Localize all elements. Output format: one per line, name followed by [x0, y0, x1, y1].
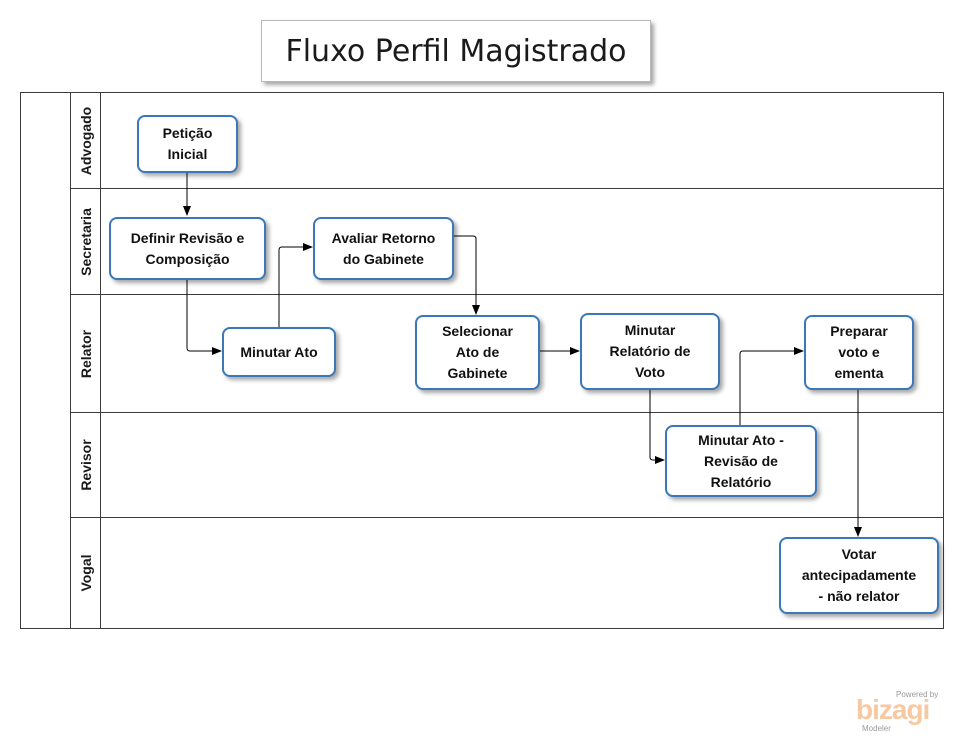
task-minutar-ato[interactable]: Minutar Ato	[222, 327, 336, 377]
task-peticao-inicial[interactable]: Petição Inicial	[137, 115, 238, 173]
logo-brand: bizagi	[856, 694, 930, 725]
lane-header-revisor: Revisor	[71, 413, 101, 517]
lane-header-secretaria: Secretaria	[71, 189, 101, 294]
lane-advogado: Advogado	[71, 93, 943, 189]
task-minutar-relatorio-voto[interactable]: Minutar Relatório de Voto	[580, 313, 720, 390]
lane-revisor: Revisor	[71, 413, 943, 518]
task-avaliar-retorno-gabinete[interactable]: Avaliar Retorno do Gabinete	[313, 217, 454, 280]
pool: Advogado Secretaria Relator Revisor Voga…	[20, 92, 944, 629]
lane-header-relator: Relator	[71, 295, 101, 412]
bizagi-logo: Powered by bizagi Modeler	[848, 690, 948, 735]
diagram-title: Fluxo Perfil Magistrado	[285, 33, 627, 69]
lane-header-vogal: Vogal	[71, 518, 101, 628]
logo-product: Modeler	[862, 724, 891, 733]
task-selecionar-ato-gabinete[interactable]: Selecionar Ato de Gabinete	[415, 315, 540, 390]
lane-secretaria: Secretaria	[71, 189, 943, 295]
lane-label-revisor: Revisor	[77, 439, 94, 491]
task-votar-antecipadamente[interactable]: Votar antecipadamente - não relator	[779, 537, 939, 614]
lane-header-advogado: Advogado	[71, 93, 101, 188]
task-preparar-voto-ementa[interactable]: Preparar voto e ementa	[804, 315, 914, 390]
lane-label-vogal: Vogal	[77, 554, 94, 592]
task-definir-revisao-composicao[interactable]: Definir Revisão e Composição	[109, 217, 266, 280]
lane-label-relator: Relator	[77, 329, 94, 378]
lane-label-advogado: Advogado	[77, 106, 94, 175]
lane-vogal: Vogal	[71, 518, 943, 628]
logo-powered-by: Powered by	[896, 690, 939, 699]
task-minutar-ato-revisao-relatorio[interactable]: Minutar Ato - Revisão de Relatório	[665, 425, 817, 497]
pool-header	[21, 93, 71, 628]
diagram-title-box: Fluxo Perfil Magistrado	[261, 20, 651, 82]
lane-relator: Relator	[71, 295, 943, 413]
lane-label-secretaria: Secretaria	[77, 207, 94, 276]
